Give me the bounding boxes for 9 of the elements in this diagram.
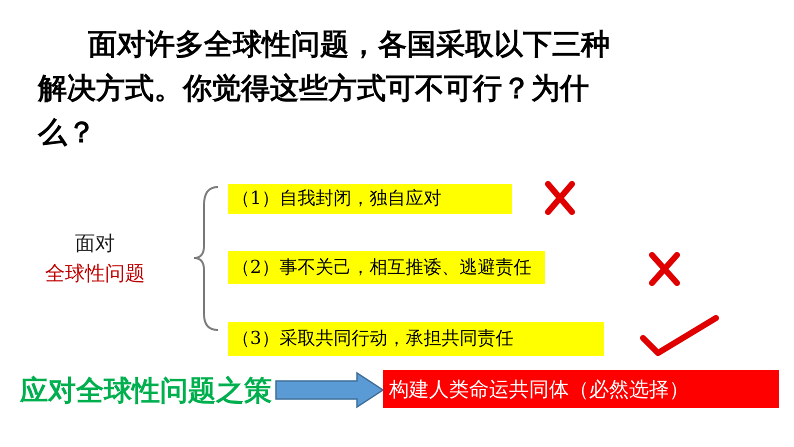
- option-box: （1）自我封闭，独自应对: [228, 184, 512, 214]
- strategy-text: 应对全球性问题之策: [20, 374, 272, 408]
- option-box: （2）事不关己，相互推诿、逃避责任: [228, 251, 546, 284]
- result-box: 构建人类命运共同体（必然选择）: [383, 370, 779, 408]
- label-text: 面对: [74, 230, 116, 257]
- block-arrow: [275, 372, 384, 408]
- topic-text: 全球性问题: [44, 260, 146, 287]
- option-box: （3）采取共同行动，承担共同责任: [228, 322, 604, 356]
- title: 面对许多全球性问题，各国采取以下三种解决方式。你觉得这些方式可不可行？为什么？: [38, 26, 611, 151]
